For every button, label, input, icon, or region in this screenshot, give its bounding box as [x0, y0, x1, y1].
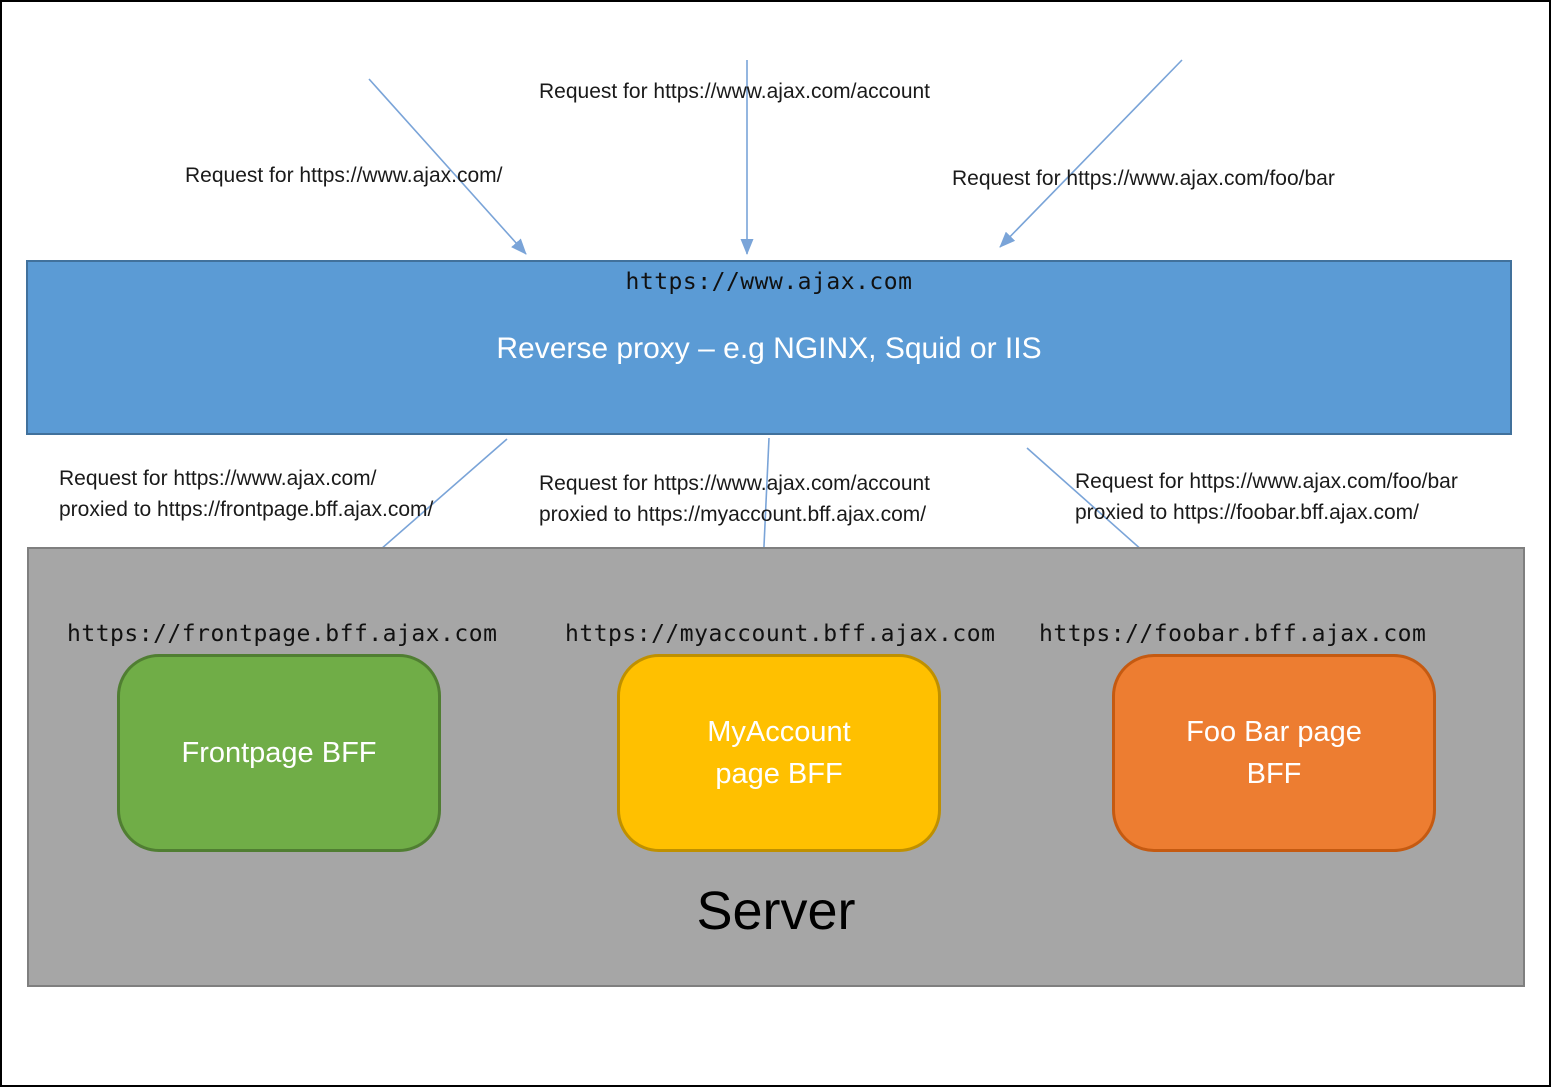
proxied-request-line1: Request for https://www.ajax.com/account	[539, 472, 931, 495]
proxied-request-label-frontpage: Request for https://www.ajax.com/ proxie…	[59, 463, 433, 525]
server-label: Server	[696, 881, 856, 941]
proxied-request-label-myaccount: Request for https://www.ajax.com/account…	[539, 468, 930, 530]
proxy-url-label: https://www.ajax.com	[625, 269, 913, 295]
proxied-request-line2: proxied to https://frontpage.bff.ajax.co…	[59, 498, 434, 521]
incoming-request-label-account: Request for https://www.ajax.com/account	[539, 80, 931, 103]
service-name-line: Foo Bar page	[1186, 716, 1362, 748]
service-box-myaccount: MyAccount page BFF	[617, 654, 941, 852]
proxied-request-line1: Request for https://www.ajax.com/foo/bar	[1075, 470, 1458, 493]
proxied-request-line1: Request for https://www.ajax.com/	[59, 467, 377, 490]
service-name-line: MyAccount	[707, 716, 851, 748]
proxied-request-label-foobar: Request for https://www.ajax.com/foo/bar…	[1075, 466, 1458, 528]
service-url-myaccount: https://myaccount.bff.ajax.com	[565, 621, 996, 647]
service-name-line: BFF	[1246, 758, 1302, 790]
service-url-foobar: https://foobar.bff.ajax.com	[1039, 621, 1427, 647]
service-name-line: Frontpage BFF	[181, 737, 377, 769]
reverse-proxy-box	[26, 260, 1512, 435]
incoming-request-label-root: Request for https://www.ajax.com/	[185, 164, 503, 187]
arrow-incoming-right	[999, 59, 1183, 248]
proxied-request-line2: proxied to https://myaccount.bff.ajax.co…	[539, 503, 927, 526]
service-box-foobar: Foo Bar page BFF	[1112, 654, 1436, 852]
service-box-frontpage: Frontpage BFF	[117, 654, 441, 852]
service-url-frontpage: https://frontpage.bff.ajax.com	[67, 621, 498, 647]
proxy-title: Reverse proxy – e.g NGINX, Squid or IIS	[496, 332, 1042, 365]
service-name-line: page BFF	[715, 758, 843, 790]
incoming-request-label-foobar: Request for https://www.ajax.com/foo/bar	[952, 167, 1335, 190]
proxied-request-line2: proxied to https://foobar.bff.ajax.com/	[1075, 501, 1419, 524]
